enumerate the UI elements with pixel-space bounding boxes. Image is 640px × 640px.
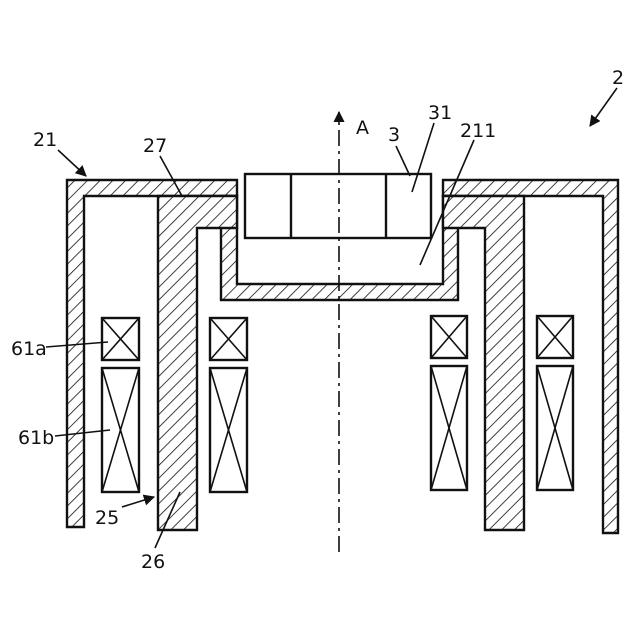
coil-61b-left-inner — [210, 368, 247, 492]
label-27: 27 — [143, 135, 167, 157]
label-61a: 61a — [11, 338, 47, 360]
label-21: 21 — [33, 129, 57, 151]
coil-61a-left-outer — [102, 318, 139, 360]
label-3: 3 — [388, 124, 400, 146]
coil-61a-right-inner — [431, 316, 467, 358]
outer-housing-right — [443, 180, 618, 533]
label-2: 2 — [612, 67, 624, 89]
leader-25 — [122, 497, 154, 507]
label-61b: 61b — [18, 427, 54, 449]
leader-2 — [590, 88, 617, 126]
coil-61a-left-inner — [210, 318, 247, 360]
label-26: 26 — [141, 551, 165, 573]
leader-3 — [396, 146, 410, 176]
coil-61a-right-outer — [537, 316, 573, 358]
coil-61b-right-outer — [537, 366, 573, 490]
magnet-block — [245, 174, 431, 238]
label-25: 25 — [95, 507, 119, 529]
label-211: 211 — [460, 120, 496, 142]
label-31: 31 — [428, 102, 452, 124]
coil-61b-right-inner — [431, 366, 467, 490]
leader-21 — [58, 150, 86, 176]
label-axis-a: A — [356, 117, 369, 139]
